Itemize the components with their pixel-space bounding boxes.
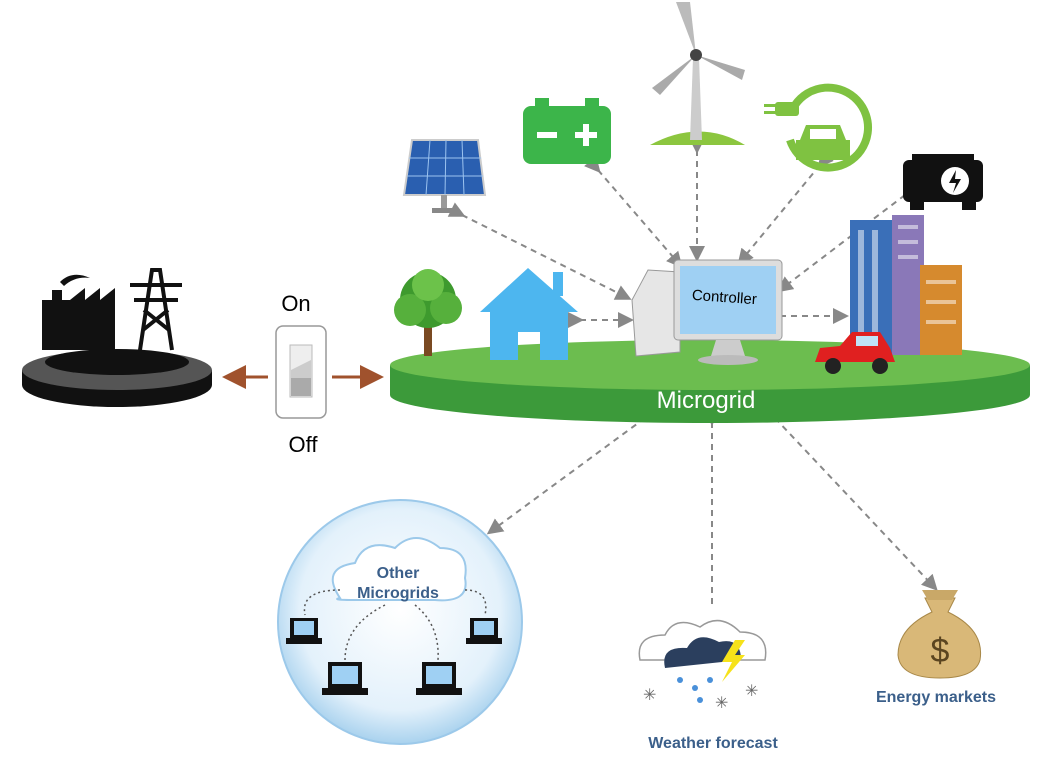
transmission-tower-icon — [130, 268, 182, 351]
laptop-icon — [286, 618, 322, 644]
money-bag-icon: $ — [897, 590, 982, 679]
laptop-icon — [466, 618, 502, 644]
factory-icon — [42, 274, 115, 350]
controller-computer — [631, 259, 783, 365]
tree-icon — [394, 269, 462, 356]
weather-forecast-label: Weather forecast — [648, 735, 778, 752]
ev-charging-icon — [764, 83, 872, 172]
laptop-icon — [416, 662, 462, 695]
wind-turbine-icon — [650, 2, 745, 145]
other-microgrids-bubble — [277, 499, 523, 745]
grid-switch[interactable] — [222, 325, 384, 419]
svg-text:✳: ✳ — [643, 687, 656, 704]
car-icon — [815, 332, 895, 374]
other-microgrids-label-line2: Microgrids — [357, 585, 439, 602]
main-grid-platform — [22, 268, 212, 407]
switch-on-label: On — [281, 291, 310, 316]
laptop-icon — [322, 662, 368, 695]
svg-text:✳: ✳ — [745, 683, 758, 700]
energy-markets-label: Energy markets — [876, 689, 996, 706]
battery-icon — [523, 98, 611, 164]
svg-text:$: $ — [931, 632, 950, 670]
svg-text:✳: ✳ — [715, 695, 728, 712]
other-microgrids-label-line1: Other — [377, 565, 420, 582]
controller-label: Controller — [691, 287, 757, 308]
generator-icon — [903, 154, 983, 210]
house-icon — [480, 268, 578, 360]
switch-off-label: Off — [289, 432, 319, 457]
microgrid-label: Microgrid — [657, 387, 756, 414]
dashed-links — [447, 138, 938, 605]
solar-panel-icon — [402, 139, 487, 213]
weather-icon: ✳ ✳ ✳ — [638, 619, 767, 712]
